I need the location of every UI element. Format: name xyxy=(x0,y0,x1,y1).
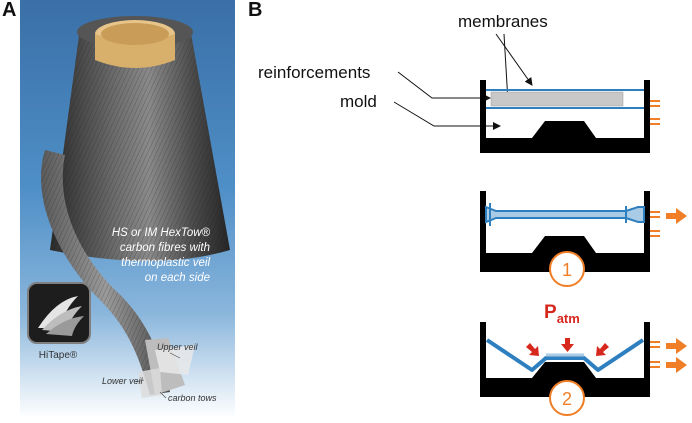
reinforcement-leader xyxy=(397,71,491,102)
step-2-number: 2 xyxy=(562,389,572,409)
lower-veil-shape xyxy=(138,368,162,398)
caption-line-3: thermoplastic veil xyxy=(121,257,210,269)
lower-veil-label: Lower veil xyxy=(102,376,144,386)
mold-label: mold xyxy=(340,92,377,111)
step-1-number: 1 xyxy=(562,260,572,280)
hitape-photo: HS or IM HexTow® carbon fibres with ther… xyxy=(20,0,235,418)
patm-label: Patm xyxy=(544,302,580,326)
pressure-arrow-left xyxy=(526,343,539,356)
hitape-photo-illustration: HS or IM HexTow® carbon fibres with ther… xyxy=(20,0,235,418)
panel-label-a: A xyxy=(2,0,17,21)
caption-line-4: on each side xyxy=(145,272,210,284)
carbon-tows-label: carbon tows xyxy=(168,393,217,403)
membranes-label: membranes xyxy=(458,12,548,31)
stage-1: 1 xyxy=(480,191,687,287)
mold-initial xyxy=(480,80,650,153)
vacuum-arrow-stage-2-upper xyxy=(666,338,687,354)
spool-texture xyxy=(50,28,230,261)
spool-core-inner xyxy=(101,23,169,45)
stage-2: Patm 2 xyxy=(480,302,687,416)
caption-line-2: carbon fibres with xyxy=(120,242,210,254)
hitape-logo-text: HiTape® xyxy=(39,350,78,361)
mold-leader xyxy=(393,101,501,130)
process-schematic-diagram: membranes reinforcements mold xyxy=(258,12,687,416)
process-schematic: membranes reinforcements mold xyxy=(246,0,692,418)
step-2-badge xyxy=(549,380,585,416)
pressure-arrow-right xyxy=(596,343,609,356)
step-1-badge xyxy=(549,251,585,287)
pressure-arrow-center xyxy=(561,338,574,352)
caption-line-1: HS or IM HexTow® xyxy=(112,227,211,239)
reinforcement-stack xyxy=(490,91,624,107)
stage-initial xyxy=(480,80,660,153)
membrane-leader-1 xyxy=(495,33,533,86)
upper-veil-label: Upper veil xyxy=(157,342,199,352)
membrane-stack-stage-1 xyxy=(485,205,645,224)
upper-veil-shape xyxy=(155,345,195,375)
mold-stage-2 xyxy=(480,322,650,397)
panel-label-b: B xyxy=(248,0,263,21)
vacuum-arrow-stage-1 xyxy=(666,208,687,224)
reinforcements-label: reinforcements xyxy=(258,63,370,82)
tape-texture xyxy=(41,150,170,395)
vacuum-arrow-stage-2-lower xyxy=(666,357,687,373)
membrane-stack-stage-2 xyxy=(485,338,645,372)
hitape-logo-icon xyxy=(38,296,84,336)
